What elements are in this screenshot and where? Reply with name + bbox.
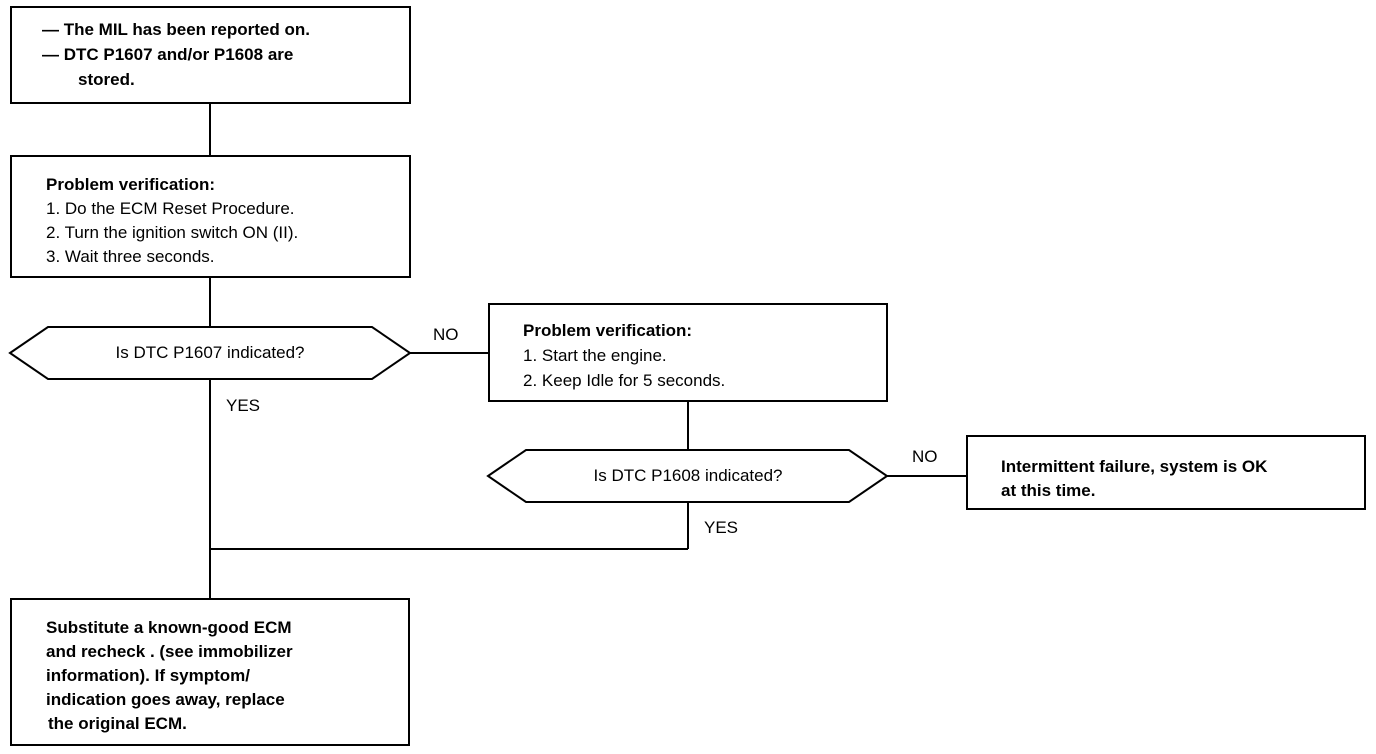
- substitute-line3: information). If symptom/: [46, 666, 250, 685]
- substitute-box: Substitute a known-good ECM and recheck …: [10, 598, 410, 746]
- verify1-heading: Problem verification:: [46, 175, 216, 194]
- verify1-step1: 1. Do the ECM Reset Procedure.: [46, 199, 295, 218]
- decision2-question: Is DTC P1608 indicated?: [593, 466, 783, 485]
- substitute-line5: the original ECM.: [48, 714, 187, 733]
- start-box-line2: — DTC P1607 and/or P1608 are: [42, 45, 294, 64]
- verify2-step1: 1. Start the engine.: [523, 346, 667, 365]
- decision1-yes-label: YES: [226, 396, 261, 415]
- verify2-step2: 2. Keep Idle for 5 seconds.: [523, 371, 726, 390]
- decision1-question: Is DTC P1607 indicated?: [115, 343, 305, 362]
- decision2-no-label: NO: [912, 447, 938, 466]
- ok-box-line1: Intermittent failure, system is OK: [1001, 457, 1268, 476]
- start-box: — The MIL has been reported on. — DTC P1…: [10, 6, 411, 104]
- verify2-box: Problem verification: 1. Start the engin…: [488, 303, 888, 402]
- verify1-step2: 2. Turn the ignition switch ON (II).: [46, 223, 299, 242]
- verify2-heading: Problem verification:: [523, 321, 693, 340]
- substitute-line2: and recheck . (see immobilizer: [46, 642, 293, 661]
- decision1-diamond: [8, 326, 412, 380]
- start-box-line1: — The MIL has been reported on.: [42, 20, 310, 39]
- verify1-step3: 3. Wait three seconds.: [46, 247, 215, 266]
- substitute-line4: indication goes away, replace: [46, 690, 285, 709]
- decision1-no-label: NO: [433, 325, 459, 344]
- ok-box-line2: at this time.: [1001, 481, 1096, 500]
- verify1-box: Problem verification: 1. Do the ECM Rese…: [10, 155, 411, 278]
- substitute-line1: Substitute a known-good ECM: [46, 618, 292, 637]
- decision2-diamond: [486, 449, 889, 503]
- decision2-yes-label: YES: [704, 518, 739, 537]
- start-box-line3: stored.: [78, 70, 135, 89]
- ok-box: Intermittent failure, system is OK at th…: [966, 435, 1366, 510]
